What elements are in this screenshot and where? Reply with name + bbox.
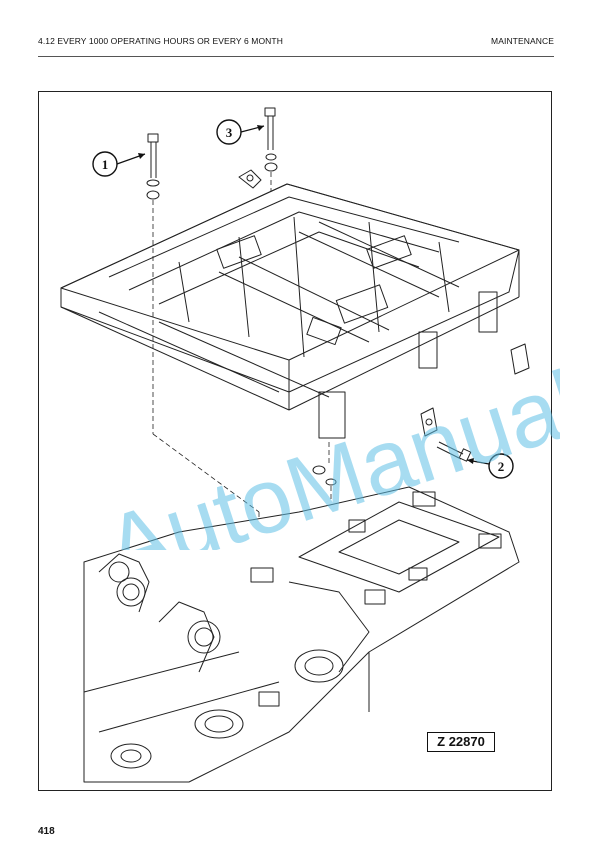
section-title: 4.12 EVERY 1000 OPERATING HOURS OR EVERY…	[38, 36, 283, 46]
chapter-title: MAINTENANCE	[491, 36, 554, 46]
callout-2: 2	[466, 453, 514, 479]
exploded-assembly-drawing: 1 3 2	[60, 107, 530, 783]
svg-text:1: 1	[102, 157, 109, 172]
bolt-3	[264, 107, 278, 172]
callout-3: 3	[216, 119, 265, 145]
svg-text:2: 2	[498, 459, 505, 474]
bolt-2	[436, 441, 472, 462]
svg-text:3: 3	[226, 125, 233, 140]
bolt-1	[146, 133, 160, 200]
upper-frame	[60, 169, 530, 439]
main-frame	[83, 486, 520, 783]
figure-reference-label: Z 22870	[427, 732, 495, 752]
header-rule	[38, 56, 554, 57]
callout-1: 1	[92, 151, 146, 177]
figure-frame: 1 3 2	[38, 91, 552, 791]
page-number: 418	[38, 826, 55, 837]
